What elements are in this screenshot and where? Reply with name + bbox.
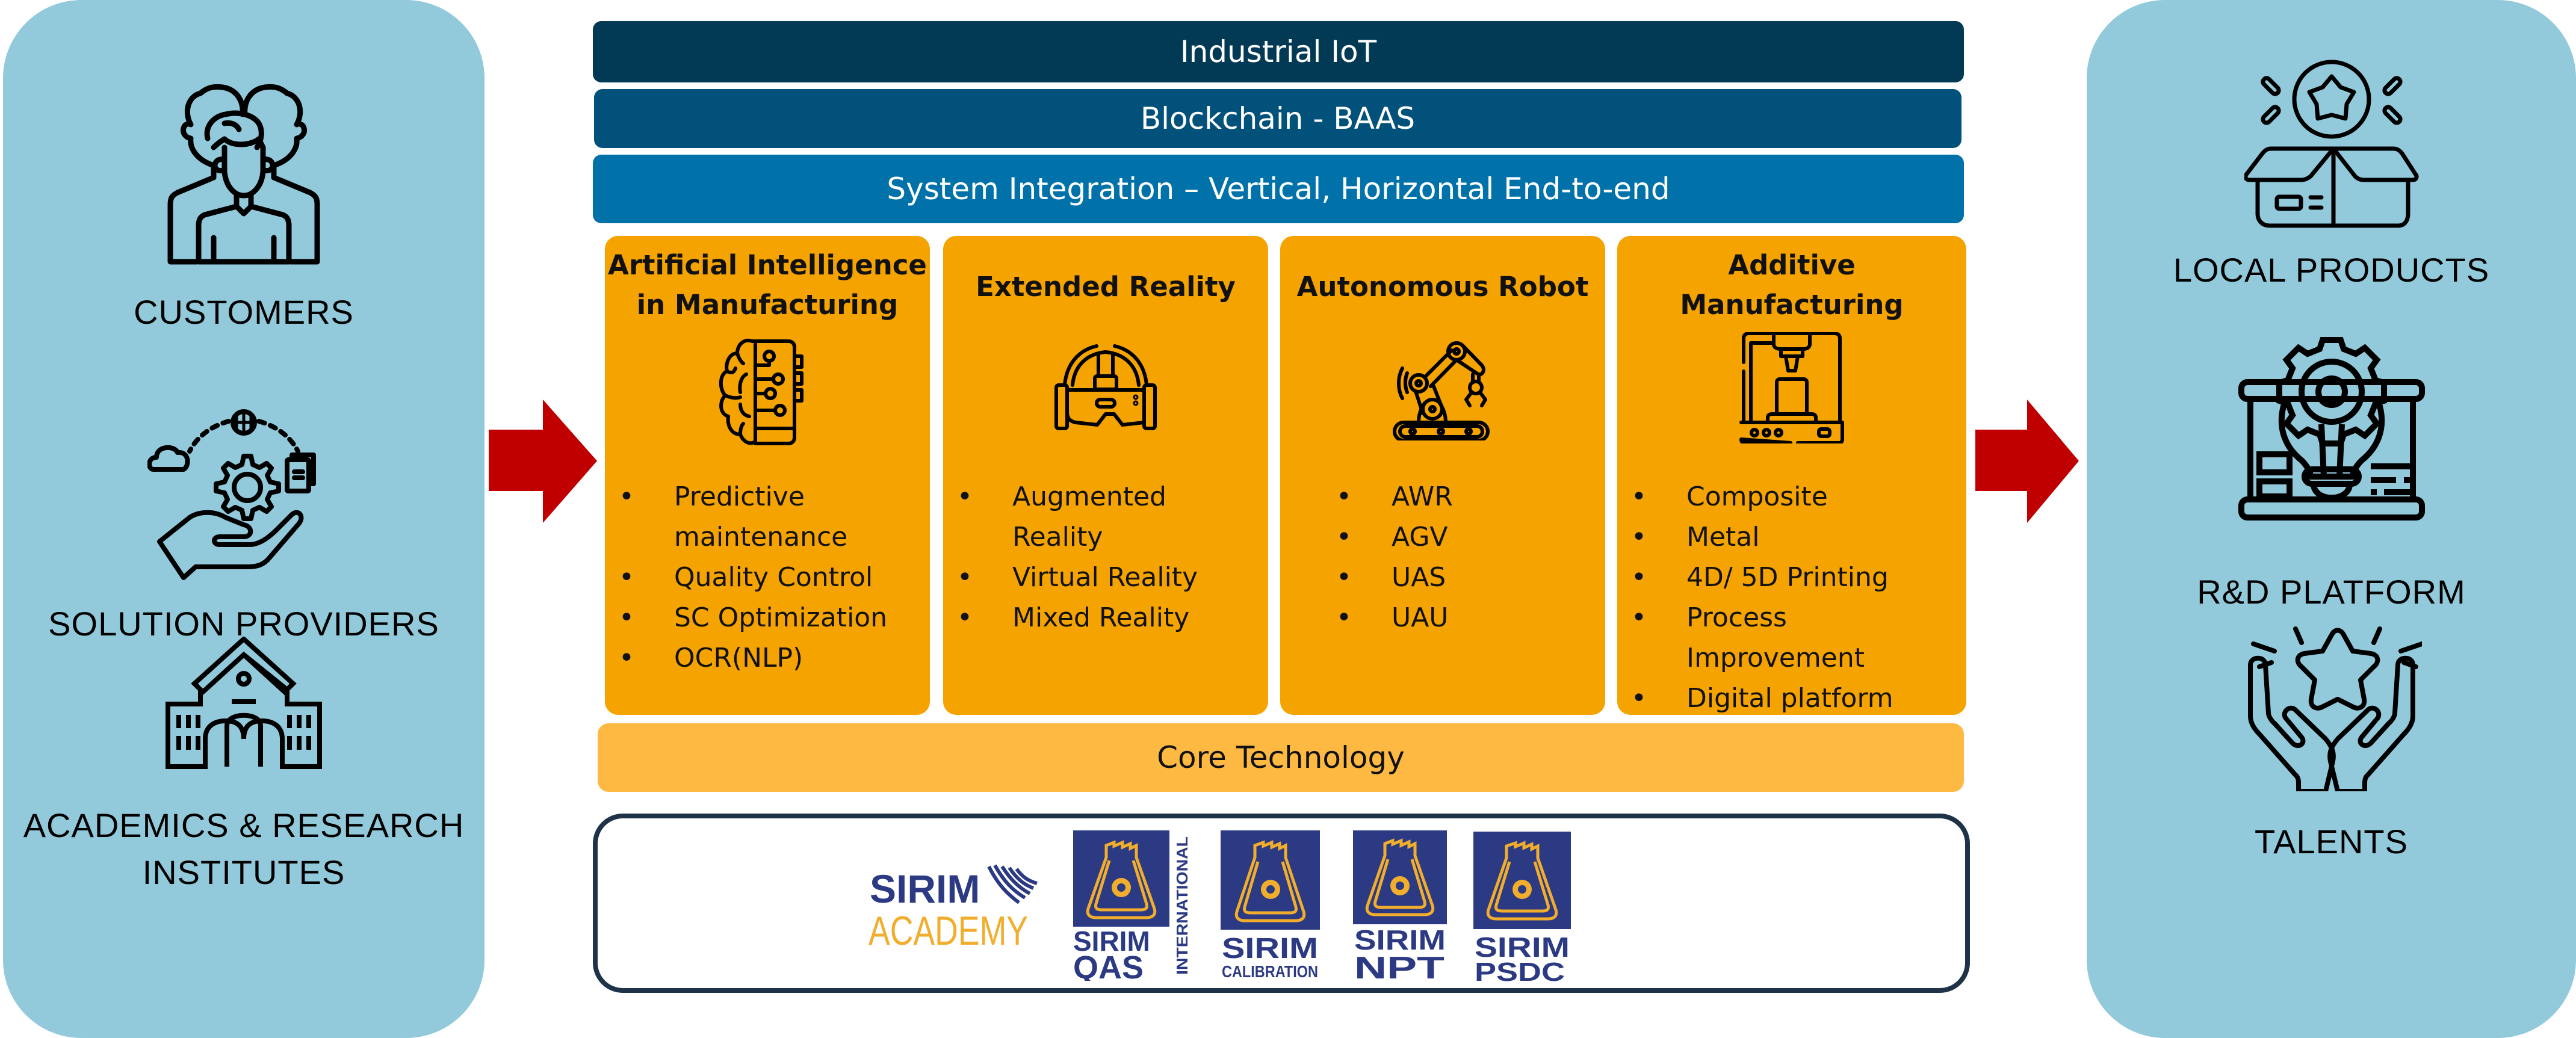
3d-printer-icon (1739, 332, 1844, 443)
arrow-right-icon (1975, 400, 2079, 523)
logo-text: SIRIM (1354, 924, 1446, 956)
rd-platform-icon (2238, 337, 2425, 521)
stakeholders-input-panel: CUSTOMERS SOLUTION PROVIDERS (3, 0, 485, 1038)
band-label: Industrial IoT (1180, 34, 1377, 69)
pillar-bullets: Predictive maintenance Quality Control S… (614, 477, 887, 678)
logo-text: QAS (1073, 950, 1144, 981)
bullet-item: Virtual Reality (952, 557, 1198, 598)
partner-logos-box: SIRIM ACADEMY SIRIM QAS INTERNATIONAL (593, 814, 1970, 993)
bullet-item: Digital platform (1626, 678, 1893, 718)
logo-text: SIRIM (870, 867, 980, 911)
vr-headset-icon (1054, 344, 1157, 430)
bullet-item: Quality Control (614, 557, 887, 598)
stakeholder-academics: ACADEMICS & RESEARCH INSTITUTES (3, 637, 485, 896)
bullet-item: OCR(NLP) (614, 638, 887, 678)
logo-text: INTERNATIONAL (1173, 836, 1191, 975)
logo-text: SIRIM (1073, 925, 1150, 957)
logo-text: SIRIM (1222, 933, 1318, 965)
band-label: Core Technology (1157, 740, 1405, 775)
ai-brain-circuit-icon (719, 338, 803, 445)
logo-text: ACADEMY (868, 908, 1028, 954)
bullet-item: Metal (1626, 517, 1893, 557)
band-label: Blockchain - BAAS (1140, 101, 1416, 136)
bullet-item: Process Improvement (1626, 598, 1893, 678)
outcome-label: TALENTS (2255, 823, 2408, 860)
academic-building-icon (166, 637, 322, 769)
logo-text: CALIBRATION (1222, 962, 1318, 981)
bullet-item: Augmented Reality (952, 477, 1198, 557)
product-box-icon (2244, 60, 2419, 228)
band-core-technology: Core Technology (598, 723, 1964, 792)
bullet-item: AGV (1331, 517, 1453, 557)
bullet-item: 4D/ 5D Printing (1626, 557, 1893, 598)
pillar-bullets: Augmented Reality Virtual Reality Mixed … (952, 477, 1198, 638)
outcomes-output-panel: LOCAL PRODUCTS R&D PLATFORM TALE (2087, 0, 2576, 1038)
band-blockchain: Blockchain - BAAS (594, 89, 1961, 148)
pillar-title: Artificial Intelligence in Manufacturing (608, 249, 927, 321)
stakeholder-label: ACADEMICS & RESEARCH INSTITUTES (23, 806, 465, 891)
logo-text: NPT (1354, 951, 1444, 981)
outcome-talents: TALENTS (2087, 626, 2576, 865)
bullet-item: AWR (1331, 477, 1453, 517)
arrow-right-icon (489, 400, 597, 523)
solution-providers-icon (147, 409, 316, 580)
stakeholder-customers: CUSTOMERS (3, 81, 485, 336)
bullet-item: UAS (1331, 557, 1453, 598)
outcome-label: LOCAL PRODUCTS (2173, 251, 2490, 289)
robot-arm-icon (1393, 341, 1490, 440)
band-system-integration: System Integration – Vertical, Horizonta… (593, 155, 1964, 223)
pillar-title: Autonomous Robot (1296, 271, 1589, 303)
stakeholder-solution-providers: SOLUTION PROVIDERS (3, 409, 485, 647)
pillar-artificial-intelligence: Artificial Intelligence in Manufacturing… (605, 236, 930, 715)
talent-hands-star-icon (2247, 626, 2422, 791)
pillar-extended-reality: Extended Reality Augmented Reality Virtu… (943, 236, 1268, 715)
logo-text: PSDC (1475, 957, 1565, 982)
band-industrial-iot: Industrial IoT (593, 21, 1964, 82)
outcome-rd-platform: R&D PLATFORM (2087, 337, 2576, 616)
pillar-title: Extended Reality (976, 271, 1236, 303)
band-label: System Integration – Vertical, Horizonta… (887, 171, 1670, 206)
outcome-label: R&D PLATFORM (2197, 573, 2466, 611)
logo-sirim-psdc: SIRIM PSDC (1473, 832, 1576, 987)
customers-icon (167, 84, 320, 265)
logo-sirim-calibration: SIRIM CALIBRATION (1221, 830, 1323, 981)
stakeholder-label: CUSTOMERS (134, 293, 354, 331)
pillar-title: Additive Manufacturing (1680, 249, 1904, 321)
bullet-item: Composite (1626, 477, 1893, 517)
bullet-item: Mixed Reality (952, 598, 1198, 638)
bullet-item: SC Optimization (614, 598, 887, 638)
bullet-item: Predictive maintenance (614, 477, 887, 557)
pillar-bullets: Composite Metal 4D/ 5D Printing Process … (1626, 477, 1893, 718)
outcome-local-products: LOCAL PRODUCTS (2087, 57, 2576, 294)
pillar-additive-manufacturing: Additive Manufacturing Composite Metal 4… (1617, 236, 1966, 718)
pillar-bullets: AWR AGV UAS UAU (1331, 477, 1453, 638)
logo-sirim-academy: SIRIM ACADEMY (868, 864, 1038, 954)
logo-sirim-qas: SIRIM QAS INTERNATIONAL (1073, 830, 1194, 986)
logo-sirim-npt: SIRIM NPT (1353, 830, 1449, 986)
stakeholder-label: SOLUTION PROVIDERS (48, 605, 439, 643)
bullet-item: UAU (1331, 598, 1453, 638)
pillar-autonomous-robot: Autonomous Robot AWR AGV UAS UAU (1280, 236, 1605, 715)
logo-text: SIRIM (1475, 931, 1570, 963)
